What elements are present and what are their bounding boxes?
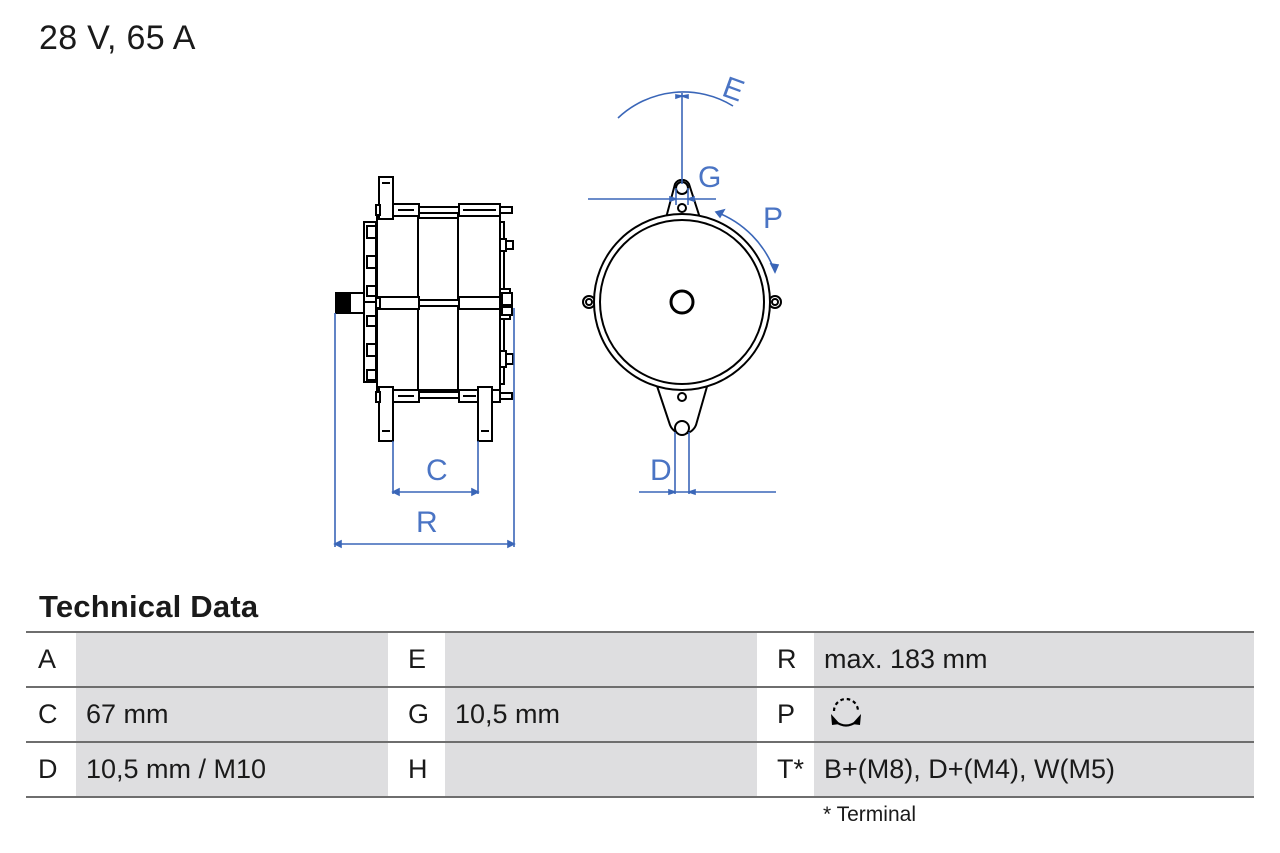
- dimension-lines: [333, 91, 780, 549]
- technical-data-heading: Technical Data: [39, 589, 259, 624]
- spec-key-g: G: [388, 686, 445, 742]
- bidirectional-rotation-icon: [826, 691, 866, 738]
- table-row: D 10,5 mm / M10 H T* B+(M8), D+(M4), W(M…: [26, 741, 1254, 798]
- table-row: A E R max. 183 mm: [26, 631, 1254, 687]
- spec-key-t: T*: [757, 741, 814, 798]
- spec-value-t: B+(M8), D+(M4), W(M5): [814, 741, 1254, 798]
- dim-label-e: E: [718, 71, 748, 109]
- spec-key-a: A: [26, 631, 76, 687]
- alternator-technical-drawing: E G P C R D: [333, 71, 783, 549]
- spec-key-d: D: [26, 741, 76, 798]
- technical-data-table: A E R max. 183 mm C 67 mm G 10,5 mm P: [26, 631, 1254, 798]
- dim-label-g: G: [698, 161, 721, 194]
- table-row: C 67 mm G 10,5 mm P: [26, 686, 1254, 742]
- spec-value-g: 10,5 mm: [445, 686, 757, 742]
- spec-value-e: [445, 631, 757, 687]
- dim-label-c: C: [426, 454, 448, 487]
- front-view: [582, 178, 782, 436]
- spec-key-e: E: [388, 631, 445, 687]
- spec-value-d: 10,5 mm / M10: [76, 741, 388, 798]
- spec-value-p: [814, 686, 1254, 742]
- spec-key-p: P: [757, 686, 814, 742]
- dim-label-d: D: [650, 454, 672, 487]
- spec-key-c: C: [26, 686, 76, 742]
- terminal-footnote: * Terminal: [823, 803, 916, 826]
- dim-label-p: P: [763, 202, 783, 235]
- spec-key-h: H: [388, 741, 445, 798]
- dim-label-r: R: [416, 506, 438, 539]
- spec-value-c: 67 mm: [76, 686, 388, 742]
- side-view: [335, 176, 514, 442]
- spec-key-r: R: [757, 631, 814, 687]
- spec-value-a: [76, 631, 388, 687]
- spec-value-r: max. 183 mm: [814, 631, 1254, 687]
- product-title: 28 V, 65 A: [39, 19, 196, 57]
- spec-value-h: [445, 741, 757, 798]
